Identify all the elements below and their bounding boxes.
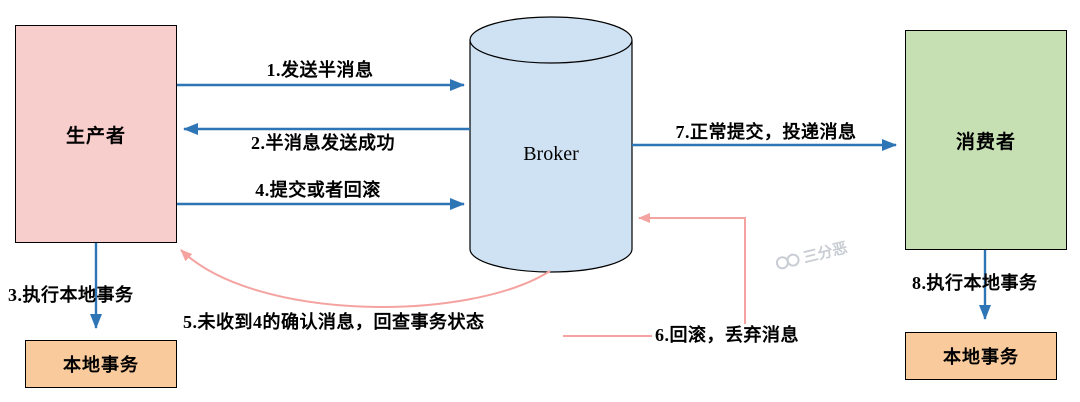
edge-label-1: 1.发送半消息 xyxy=(266,60,374,80)
edge-label-8: 8.执行本地事务 xyxy=(912,273,1038,293)
broker-cylinder-body xyxy=(469,40,633,273)
arrow-5-check-back-transaction-status xyxy=(180,249,551,308)
local-transaction-right-box: 本地事务 xyxy=(905,332,1057,380)
consumer-box: 消费者 xyxy=(905,30,1067,250)
broker-label: Broker xyxy=(523,143,579,165)
edge-label-6: 6.回滚，丢弃消息 xyxy=(652,324,802,346)
broker-cylinder-top xyxy=(469,16,633,64)
producer-label: 生产者 xyxy=(65,125,126,147)
edge-label-7: 7.正常提交，投递消息 xyxy=(675,122,857,142)
edge-label-5: 5.未收到4的确认消息，回查事务状态 xyxy=(183,312,485,332)
consumer-label: 消费者 xyxy=(955,131,1016,153)
edge-label-3: 3.执行本地事务 xyxy=(8,285,134,305)
local-transaction-left-box: 本地事务 xyxy=(25,340,177,388)
local-transaction-left-label: 本地事务 xyxy=(63,355,139,375)
glasses-icon xyxy=(774,252,801,271)
local-transaction-right-label: 本地事务 xyxy=(943,347,1019,367)
edge-label-4: 4.提交或者回滚 xyxy=(255,180,381,200)
broker-cylinder xyxy=(469,16,633,273)
producer-box: 生产者 xyxy=(15,25,177,243)
edge-label-2: 2.半消息发送成功 xyxy=(251,133,395,153)
